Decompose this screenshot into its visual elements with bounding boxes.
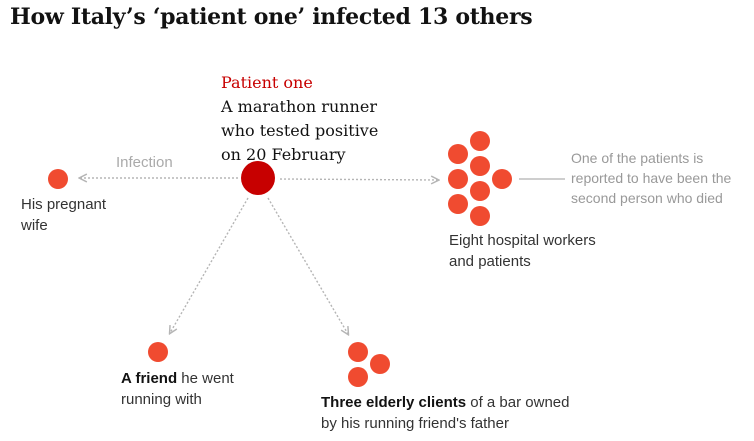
elderly-label-rest: of a bar owned — [466, 394, 570, 411]
hospital-dot — [448, 194, 468, 214]
hospital-dot — [470, 206, 490, 226]
hospital-dot — [470, 181, 490, 201]
hospital-dot — [448, 169, 468, 189]
hospital-dot — [470, 131, 490, 151]
wife-node — [48, 169, 68, 189]
friend-label-line2: running with — [121, 391, 202, 408]
arrow-to-elderly — [267, 197, 348, 334]
hospital-note: One of the patients is reported to have … — [571, 148, 731, 208]
hospital-cluster — [448, 131, 512, 226]
hospital-note-line: second person who died — [571, 190, 723, 206]
arrow-to-friend — [170, 197, 249, 333]
hospital-note-line: reported to have been the — [571, 170, 732, 186]
hospital-label-line: Eight hospital workers — [449, 232, 596, 249]
elderly-label: Three elderly clients of a bar owned by … — [321, 392, 569, 434]
elderly-label-bold: Three elderly clients — [321, 394, 467, 411]
friend-label: A friend he went running with — [121, 368, 234, 410]
hospital-dot — [448, 144, 468, 164]
elderly-dot — [348, 342, 368, 362]
hospital-dot — [470, 156, 490, 176]
arrow-to-hospital — [279, 179, 438, 180]
hospital-label-line: and patients — [449, 253, 531, 270]
patient-one-desc-line: who tested positive — [221, 121, 379, 140]
hospital-dot — [492, 169, 512, 189]
elderly-dot — [348, 367, 368, 387]
friend-label-rest: he went — [177, 370, 234, 387]
elderly-label-line2: by his running friend's father — [321, 415, 509, 432]
elderly-cluster — [348, 342, 390, 387]
hospital-note-line: One of the patients is — [571, 150, 704, 166]
patient-one-desc-line: on 20 February — [221, 145, 346, 164]
wife-label: His pregnant wife — [21, 194, 106, 236]
hospital-label: Eight hospital workers and patients — [449, 230, 596, 272]
wife-label-line: wife — [21, 217, 48, 234]
friend-label-bold: A friend — [121, 370, 178, 387]
patient-one-desc-line: A marathon runner — [221, 97, 377, 116]
friend-node — [148, 342, 168, 362]
infection-edge-label: Infection — [116, 154, 173, 171]
patient-one-label: Patient one A marathon runner who tested… — [221, 71, 378, 167]
page-title: How Italy’s ‘patient one’ infected 13 ot… — [10, 4, 533, 30]
elderly-dot — [370, 354, 390, 374]
patient-one-heading: Patient one — [221, 73, 313, 92]
patient-one-node — [241, 161, 275, 195]
wife-label-line: His pregnant — [21, 196, 107, 213]
